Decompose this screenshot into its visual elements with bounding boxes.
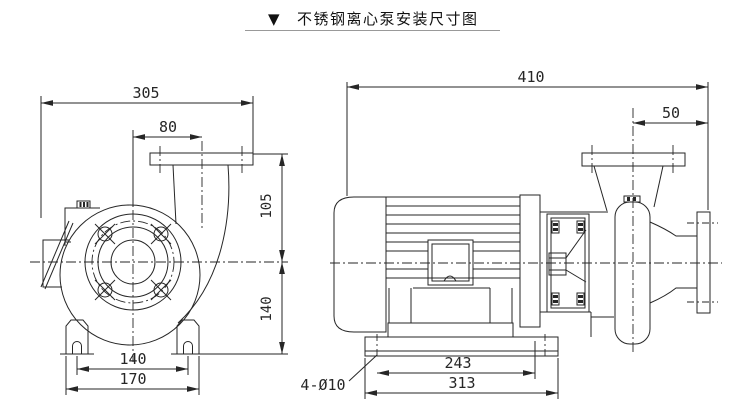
volute-spiral-edge bbox=[177, 164, 230, 324]
dim-text-overall-length: 410 bbox=[517, 68, 544, 86]
terminal-box-notch bbox=[443, 275, 457, 282]
bracket-rib bbox=[40, 220, 70, 288]
terminal-box-inner bbox=[431, 243, 470, 282]
bolt-hole bbox=[150, 223, 172, 245]
plug-tick bbox=[79, 202, 82, 207]
neck-right-edge bbox=[653, 165, 664, 208]
bolt-hole bbox=[94, 279, 116, 301]
mounting-plate bbox=[387, 322, 514, 338]
side-support-bracket bbox=[40, 220, 74, 290]
side-dimensions: 410 50 243 313 4-Ø10 bbox=[300, 68, 709, 399]
left-foot-slot bbox=[72, 341, 82, 354]
page-title: 不锈钢离心泵安装尺寸图 bbox=[297, 10, 479, 28]
dim-text-foot-holes: 140 bbox=[119, 350, 146, 368]
baseplate bbox=[364, 322, 559, 359]
raised-face-circle bbox=[97, 226, 169, 298]
bracket-outer bbox=[546, 213, 590, 313]
flange-outer-circle bbox=[84, 213, 182, 311]
neck-left-edge bbox=[593, 165, 608, 212]
terminal-box-outer bbox=[427, 239, 474, 286]
plug-tick bbox=[633, 197, 636, 201]
bracket-inner bbox=[550, 217, 586, 309]
right-foot-slot bbox=[183, 341, 193, 354]
pump-front-view: 305 80 105 140 140 170 bbox=[30, 84, 288, 395]
dim-text-base-holes: 243 bbox=[444, 354, 471, 372]
bracket-bolt bbox=[576, 292, 585, 306]
title-block: ▼ 不锈钢离心泵安装尺寸图 bbox=[245, 10, 500, 31]
front-dimensions: 305 80 105 140 140 170 bbox=[40, 84, 288, 395]
flange-plate bbox=[149, 152, 254, 166]
volute-circle bbox=[59, 204, 201, 346]
bearing-bracket bbox=[540, 211, 614, 337]
drive-end-shield bbox=[519, 194, 541, 328]
bracket-outline bbox=[42, 239, 69, 288]
holes-leader-line bbox=[348, 354, 378, 382]
bolt-circle bbox=[91, 220, 175, 304]
motor-fins bbox=[386, 205, 520, 279]
dim-text-center-to-base: 140 bbox=[259, 296, 275, 321]
bore-circle bbox=[110, 239, 156, 285]
dim-text-base-length: 313 bbox=[448, 374, 475, 392]
flange-plate bbox=[581, 152, 686, 167]
suction-nozzle bbox=[649, 211, 718, 314]
casing-body bbox=[614, 201, 651, 345]
right-foot bbox=[176, 319, 200, 354]
suction-flange-face bbox=[84, 213, 182, 311]
top-plug bbox=[623, 195, 641, 203]
dim-text-outlet-height: 105 bbox=[259, 193, 275, 218]
suction-flange bbox=[696, 211, 711, 314]
boss-outline bbox=[64, 207, 100, 246]
bracket-bolt bbox=[576, 220, 585, 234]
front-center-lines bbox=[30, 141, 288, 362]
motor-feet bbox=[388, 288, 513, 323]
left-foot bbox=[65, 319, 89, 354]
vent-plug bbox=[76, 200, 91, 209]
side-center-lines bbox=[330, 108, 722, 352]
discharge-flange-side bbox=[581, 145, 686, 212]
dim-text-mounting-holes: 4-Ø10 bbox=[300, 376, 345, 394]
title-marker-icon: ▼ bbox=[268, 10, 280, 28]
filling-port-boss bbox=[64, 200, 100, 246]
fan-cover bbox=[333, 196, 387, 333]
discharge-flange-front bbox=[149, 146, 254, 173]
motor bbox=[333, 194, 541, 333]
bracket-rib bbox=[44, 222, 74, 290]
plug-tick bbox=[86, 202, 89, 207]
pump-side-view: 410 50 243 313 4-Ø10 bbox=[300, 68, 722, 399]
plug-tick bbox=[83, 202, 85, 207]
suction-cone-top bbox=[649, 221, 697, 237]
bracket-bolt bbox=[551, 220, 560, 234]
outlet-neck-left-edge bbox=[172, 164, 177, 225]
pump-feet-front bbox=[60, 319, 288, 355]
shaft-cone bbox=[548, 229, 587, 283]
suction-cone-bottom bbox=[649, 287, 697, 304]
dim-text-foot-width: 170 bbox=[119, 370, 146, 388]
base-plate bbox=[364, 336, 559, 357]
bolt-hole bbox=[94, 223, 116, 245]
dim-text-outlet-to-inlet: 50 bbox=[662, 104, 680, 122]
plug-tick bbox=[627, 197, 630, 201]
bolt-hole bbox=[150, 279, 172, 301]
dim-text-outlet-offset: 80 bbox=[159, 118, 177, 136]
dim-text-overall-width: 305 bbox=[132, 84, 159, 102]
terminal-box bbox=[427, 239, 474, 286]
pump-casing-side bbox=[581, 145, 718, 345]
volute-casing bbox=[59, 164, 230, 346]
bracket-bolt bbox=[551, 292, 560, 306]
